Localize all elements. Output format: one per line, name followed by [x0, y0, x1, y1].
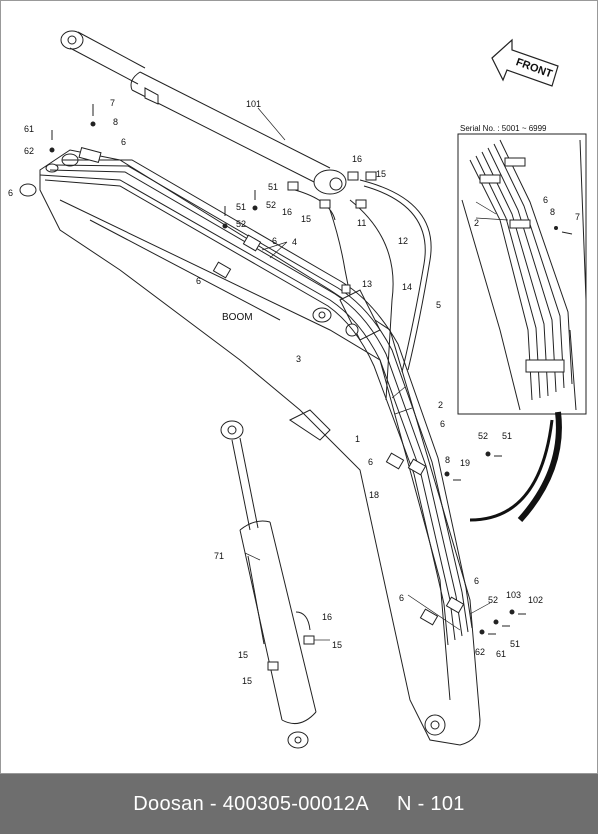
callout-6-g: 6 [474, 576, 479, 586]
callout-16: 16 [352, 154, 362, 164]
pipe-clamps [78, 146, 465, 626]
callout-6-d: 6 [196, 276, 201, 286]
serial-range-label: Serial No. : 5001 ~ 6999 [460, 124, 547, 133]
footer-bar: Doosan - 400305-00012A N - 101 [0, 774, 598, 834]
callout-6-left: 6 [8, 188, 13, 198]
callout-51-d: 51 [510, 639, 520, 649]
arm-cylinder [220, 420, 317, 749]
callout-15-d: 15 [238, 650, 248, 660]
callout-51-c: 51 [502, 431, 512, 441]
callout-15-b: 15 [301, 214, 311, 224]
boom-cylinder [60, 30, 347, 195]
callout-52: 52 [266, 200, 276, 210]
callout-11: 11 [357, 218, 366, 228]
inset-callout-8: 8 [550, 207, 555, 217]
footer-part-ref: Doosan - 400305-00012A [133, 793, 369, 816]
callout-6-h: 6 [399, 593, 404, 603]
flexible-hoses [294, 179, 432, 401]
callout-62-b: 62 [475, 647, 485, 657]
callout-15-e: 15 [242, 676, 252, 686]
fittings [267, 171, 377, 671]
serial-inset: Serial No. : 5001 ~ 6999 [457, 124, 587, 523]
callout-52-b: 52 [236, 219, 246, 229]
callout-61: 61 [24, 124, 34, 134]
callout-51-b: 51 [236, 202, 246, 212]
callout-6: 6 [121, 137, 126, 147]
leader-lines [244, 107, 509, 641]
callout-2: 2 [438, 400, 443, 410]
callout-8-b: 8 [445, 455, 450, 465]
callout-6-e: 6 [440, 419, 445, 429]
callout-19: 19 [460, 458, 470, 468]
callout-103: 103 [506, 590, 521, 600]
callout-102: 102 [528, 595, 543, 605]
callout-6-f: 6 [368, 457, 373, 467]
callout-6-c: 6 [272, 236, 277, 246]
callout-8: 8 [113, 117, 118, 127]
callout-7: 7 [110, 98, 115, 108]
callout-18: 18 [369, 490, 379, 500]
callout-15-c: 15 [332, 640, 342, 650]
callout-52-d: 52 [488, 595, 498, 605]
footer-part-number: 400305-00012A [222, 792, 369, 815]
callout-13: 13 [362, 279, 372, 289]
hydraulic-piping-diagram: FRONT [0, 0, 598, 774]
callout-15: 15 [376, 169, 386, 179]
footer-separator: - [209, 792, 217, 815]
callout-16-b: 16 [282, 207, 292, 217]
callout-52-c: 52 [478, 431, 488, 441]
inset-callout-6: 6 [543, 195, 548, 205]
callout-5: 5 [436, 300, 441, 310]
bolts-and-washers [49, 104, 526, 635]
callout-4: 4 [292, 237, 297, 247]
callout-3: 3 [296, 354, 301, 364]
callout-12: 12 [398, 236, 408, 246]
callout-101: 101 [246, 99, 261, 109]
callout-14: 14 [402, 282, 412, 292]
callout-71: 71 [214, 551, 224, 561]
footer-caption: Doosan - 400305-00012A N - 101 [133, 793, 464, 816]
callout-62: 62 [24, 146, 34, 156]
callout-51: 51 [268, 182, 278, 192]
footer-sheet: N - 101 [397, 792, 465, 815]
inset-callout-2: 2 [474, 218, 479, 228]
callout-1: 1 [355, 434, 360, 444]
callout-numbers: 101 7 8 61 62 6 6 51 52 51 52 16 15 16 1… [8, 98, 580, 686]
boom-label: BOOM [222, 312, 253, 323]
callout-61-b: 61 [496, 649, 506, 659]
callout-16-c: 16 [322, 612, 332, 622]
footer-brand: Doosan [133, 792, 205, 815]
hydraulic-pipes [39, 159, 473, 646]
inset-callout-7: 7 [575, 212, 580, 222]
